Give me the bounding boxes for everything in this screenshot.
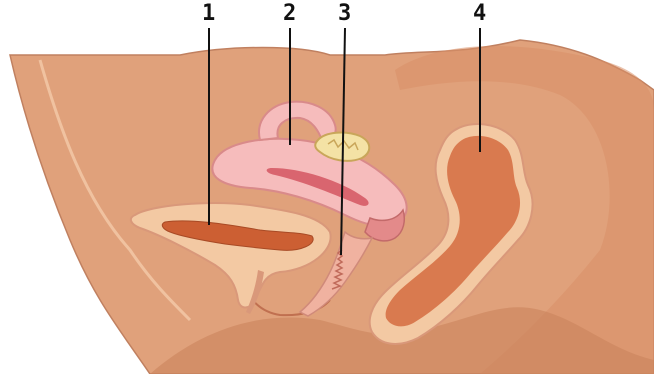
label-3: 3: [338, 2, 351, 26]
label-2: 2: [283, 2, 296, 26]
label-4: 4: [473, 2, 486, 26]
label-1: 1: [202, 2, 215, 26]
